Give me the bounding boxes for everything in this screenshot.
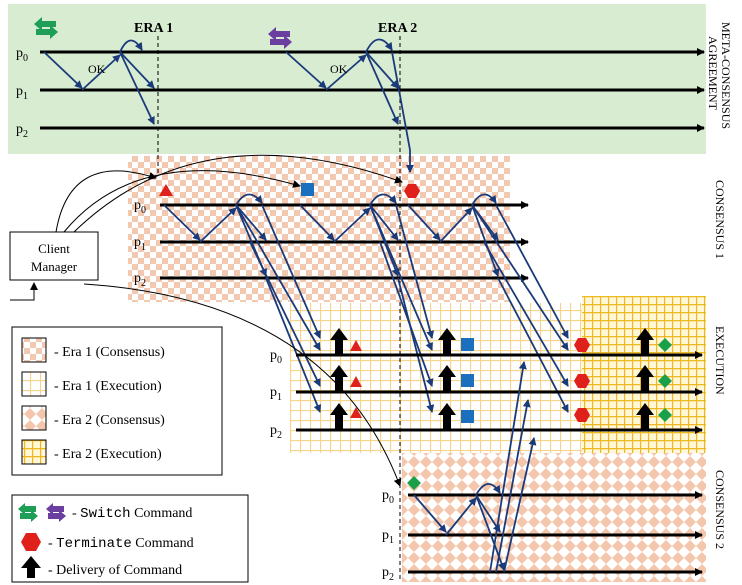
client-manager-line2: Manager xyxy=(31,259,78,274)
svg-text:p1: p1 xyxy=(382,528,394,546)
svg-text:p0: p0 xyxy=(382,488,394,506)
legend-switch-icon-purple xyxy=(46,503,66,522)
consensus2-process-lines xyxy=(408,491,703,576)
svg-text:p2: p2 xyxy=(16,122,28,140)
legend-label-era1-consensus: - Era 1 (Consensus) xyxy=(54,345,165,360)
legend-label-era2-execution: - Era 2 (Execution) xyxy=(54,447,162,462)
delivery-markers-p2 xyxy=(330,403,672,429)
section-label-consensus1: CONSENSUS 1 xyxy=(713,180,727,259)
consensus1-messages xyxy=(163,193,500,277)
legend-delivery-text: - Delivery of Command xyxy=(48,563,182,578)
section-label-meta-line2: AGREEMENT xyxy=(706,36,720,111)
section-label-consensus2: CONSENSUS 2 xyxy=(713,470,727,549)
ok-label-era1: OK xyxy=(88,62,106,76)
section-label-meta-line1: META-CONSENSUS xyxy=(719,22,733,129)
legend-switch-icon-green xyxy=(18,503,38,522)
delivery-markers-p0 xyxy=(330,328,672,354)
meta-messages-era1 xyxy=(43,39,155,125)
meta-messages-era2 xyxy=(285,38,414,173)
delivery-markers-p1 xyxy=(330,365,672,391)
execution-process-labels: p0 p1 p2 xyxy=(270,348,282,441)
client-manager-box xyxy=(9,231,99,281)
consensus1-process-lines xyxy=(160,201,529,282)
execution-process-lines xyxy=(296,351,703,434)
svg-text:p2: p2 xyxy=(382,565,394,583)
blue-square-command xyxy=(301,183,314,196)
switch-icon-purple xyxy=(268,27,292,49)
legend-swatch-era1-consensus xyxy=(21,337,47,363)
legend-terminate-icon xyxy=(21,533,41,551)
era2-label: ERA 2 xyxy=(378,21,417,36)
ok-label-era2: OK xyxy=(330,62,348,76)
svg-text:p1: p1 xyxy=(270,385,282,403)
svg-text:p1: p1 xyxy=(134,235,146,253)
legend-commands: - Switch Command - Terminate Command - D… xyxy=(11,494,249,583)
meta-consensus-region xyxy=(8,4,706,154)
legend-eras: - Era 1 (Consensus) - Era 1 (Execution) … xyxy=(11,326,223,476)
legend-switch-text: - Switch Command xyxy=(72,506,192,522)
consensus1-process-labels: p0 p1 p2 xyxy=(134,198,146,289)
section-label-execution: EXECUTION xyxy=(713,326,727,395)
consensus2-process-labels: p0 p1 p2 xyxy=(382,488,394,583)
era1-label: ERA 1 xyxy=(134,21,173,36)
delivery-arrows-era1 xyxy=(235,204,569,413)
svg-text:p0: p0 xyxy=(270,348,282,366)
green-diamond-command xyxy=(407,476,421,490)
svg-text:p0: p0 xyxy=(134,198,146,216)
meta-process-labels: p0 p1 p2 xyxy=(16,46,28,140)
legend-label-era1-execution: - Era 1 (Execution) xyxy=(54,379,162,394)
legend-swatch-era1-execution xyxy=(21,371,47,397)
consensus2-region xyxy=(402,453,706,582)
svg-text:p2: p2 xyxy=(270,423,282,441)
terminate-hexagon-consensus1 xyxy=(404,184,420,198)
legend-delivery-icon xyxy=(21,556,41,578)
consensus2-messages xyxy=(413,361,537,573)
meta-process-lines xyxy=(40,48,705,132)
legend-terminate-text: - Terminate Command xyxy=(48,536,194,552)
client-command-flows xyxy=(10,154,403,487)
legend-swatch-era2-execution xyxy=(21,439,47,465)
legend-label-era2-consensus: - Era 2 (Consensus) xyxy=(54,413,165,428)
legend-swatch-era2-consensus xyxy=(21,405,47,431)
switch-icon-green xyxy=(34,17,58,39)
svg-text:p1: p1 xyxy=(16,84,28,102)
red-triangle-command xyxy=(159,184,173,196)
client-manager-line1: Client xyxy=(38,241,70,256)
svg-text:p2: p2 xyxy=(134,271,146,289)
svg-text:p0: p0 xyxy=(16,46,28,64)
